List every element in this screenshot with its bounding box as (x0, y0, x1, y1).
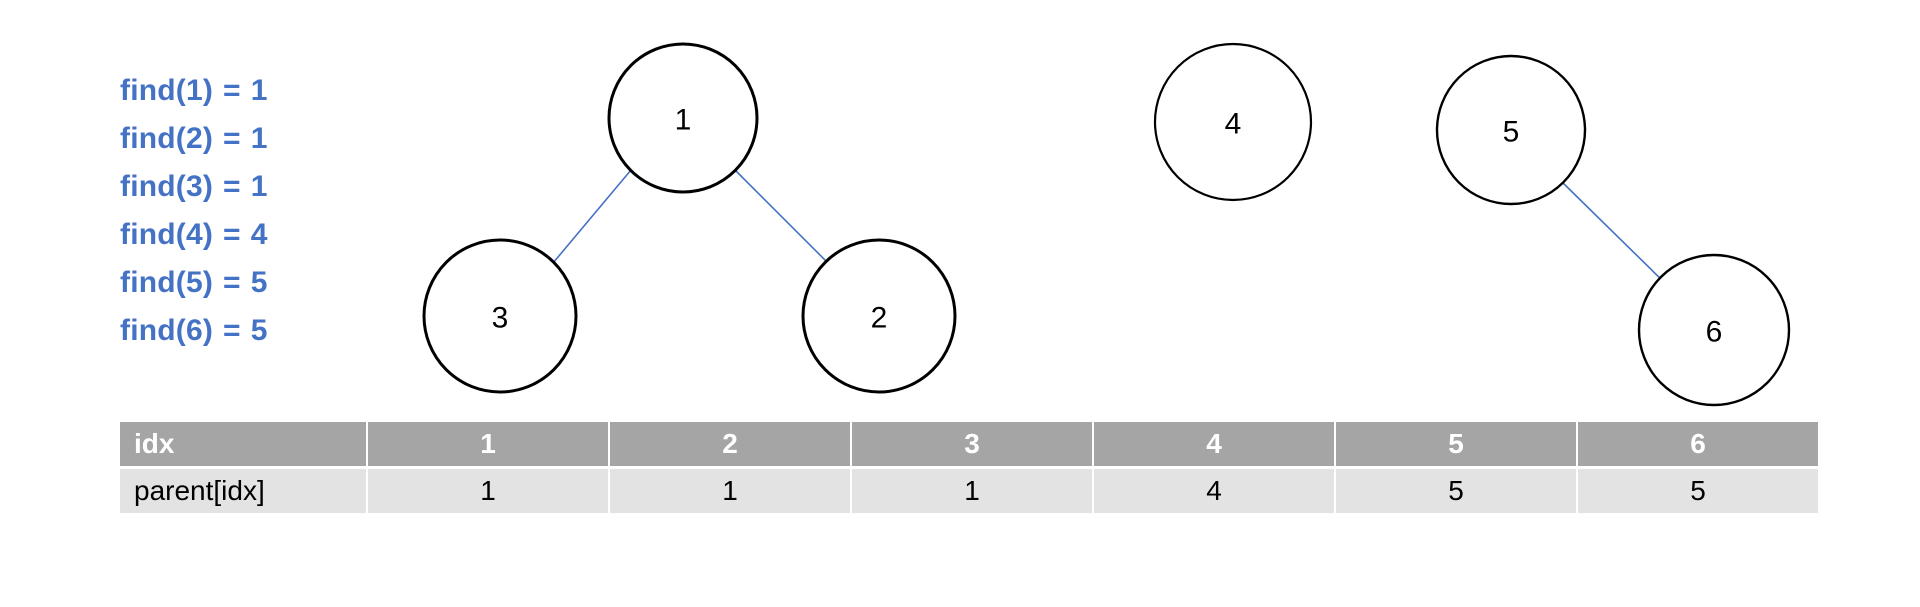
find-value: 1 (250, 74, 268, 107)
find-call-label: find(5) (120, 266, 214, 299)
equals-sign: = (223, 122, 241, 155)
find-call-label: find(4) (120, 218, 214, 251)
table-header-row: idx 1 2 3 4 5 6 (120, 422, 1818, 466)
equals-sign: = (223, 74, 241, 107)
node-3[interactable]: 3 (422, 238, 578, 394)
header-cell-6: 6 (1578, 422, 1818, 466)
parent-value-3: 1 (852, 469, 1092, 513)
parent-value-1: 1 (368, 469, 608, 513)
edge-5-6 (1561, 181, 1669, 287)
node-1[interactable]: 1 (607, 42, 759, 194)
header-cell-5: 5 (1336, 422, 1576, 466)
node-label: 3 (492, 302, 509, 335)
header-cell-2: 2 (610, 422, 850, 466)
find-value: 4 (250, 218, 268, 251)
find-value: 5 (250, 266, 268, 299)
parent-array-table: idx 1 2 3 4 5 6 parent[idx] 1 1 1 4 5 5 (118, 419, 1820, 516)
node-label: 4 (1225, 108, 1242, 141)
find-results-list: find(1) = 1 find(2) = 1 find(3) = 1 find… (120, 74, 268, 362)
find-result-row: find(6) = 5 (120, 314, 268, 362)
parent-value-2: 1 (610, 469, 850, 513)
find-result-row: find(2) = 1 (120, 122, 268, 170)
find-call-label: find(6) (120, 314, 214, 347)
find-result-row: find(4) = 4 (120, 218, 268, 266)
equals-sign: = (223, 314, 241, 347)
parent-value-4: 4 (1094, 469, 1334, 513)
parent-value-5: 5 (1336, 469, 1576, 513)
header-cell-3: 3 (852, 422, 1092, 466)
find-result-row: find(3) = 1 (120, 170, 268, 218)
node-label: 5 (1503, 116, 1520, 149)
header-cell-4: 4 (1094, 422, 1334, 466)
parent-value-6: 5 (1578, 469, 1818, 513)
find-call-label: find(3) (120, 170, 214, 203)
node-5[interactable]: 5 (1435, 54, 1587, 206)
table-row: parent[idx] 1 1 1 4 5 5 (120, 469, 1818, 513)
equals-sign: = (223, 266, 241, 299)
header-cell-idx: idx (120, 422, 366, 466)
find-call-label: find(2) (120, 122, 214, 155)
header-cell-1: 1 (368, 422, 608, 466)
node-label: 1 (675, 104, 692, 137)
equals-sign: = (223, 218, 241, 251)
tree-nodes: 1 3 2 4 5 6 (422, 42, 1791, 407)
find-value: 1 (250, 170, 268, 203)
node-6[interactable]: 6 (1637, 253, 1791, 407)
node-4[interactable]: 4 (1153, 42, 1313, 202)
node-label: 6 (1706, 316, 1723, 349)
disjoint-set-forest: 1 3 2 4 5 6 (422, 42, 1791, 407)
edge-1-3 (552, 169, 632, 264)
node-label: 2 (871, 302, 888, 335)
find-value: 1 (250, 122, 268, 155)
row-label-parent: parent[idx] (120, 469, 366, 513)
find-result-row: find(5) = 5 (120, 266, 268, 314)
find-result-row: find(1) = 1 (120, 74, 268, 122)
equals-sign: = (223, 170, 241, 203)
find-value: 5 (250, 314, 268, 347)
node-2[interactable]: 2 (801, 238, 957, 394)
find-call-label: find(1) (120, 74, 214, 107)
